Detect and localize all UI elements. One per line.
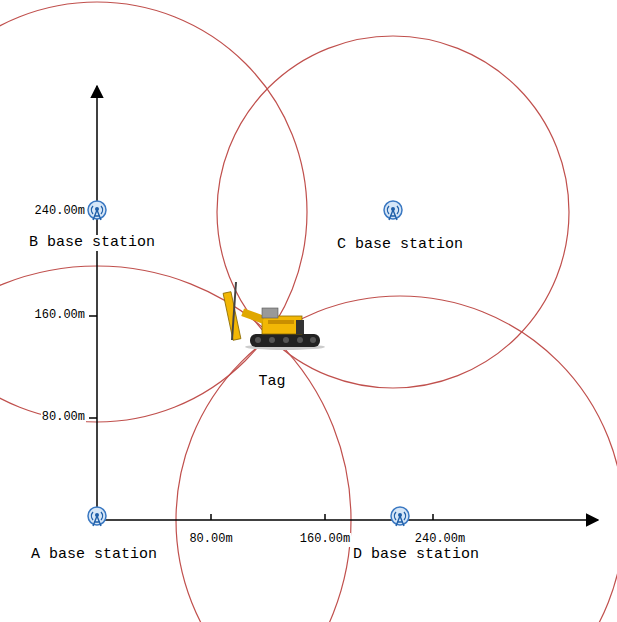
tag-label: Tag (257, 374, 286, 391)
axis-value: 80.00m (188, 533, 233, 546)
station-label: A base station (30, 547, 158, 564)
station-label: D base station (352, 547, 480, 564)
drill-rig-tag (223, 282, 325, 350)
axis-value: 160.00m (34, 309, 86, 322)
axes (89, 86, 598, 520)
axis-value: 240.00m (414, 533, 466, 546)
axis-value: 160.00m (299, 533, 351, 546)
axis-value: 240.00m (34, 205, 86, 218)
station-label: B base station (28, 235, 156, 252)
axis-value: 80.00m (41, 411, 86, 424)
station-label: C base station (336, 237, 464, 254)
